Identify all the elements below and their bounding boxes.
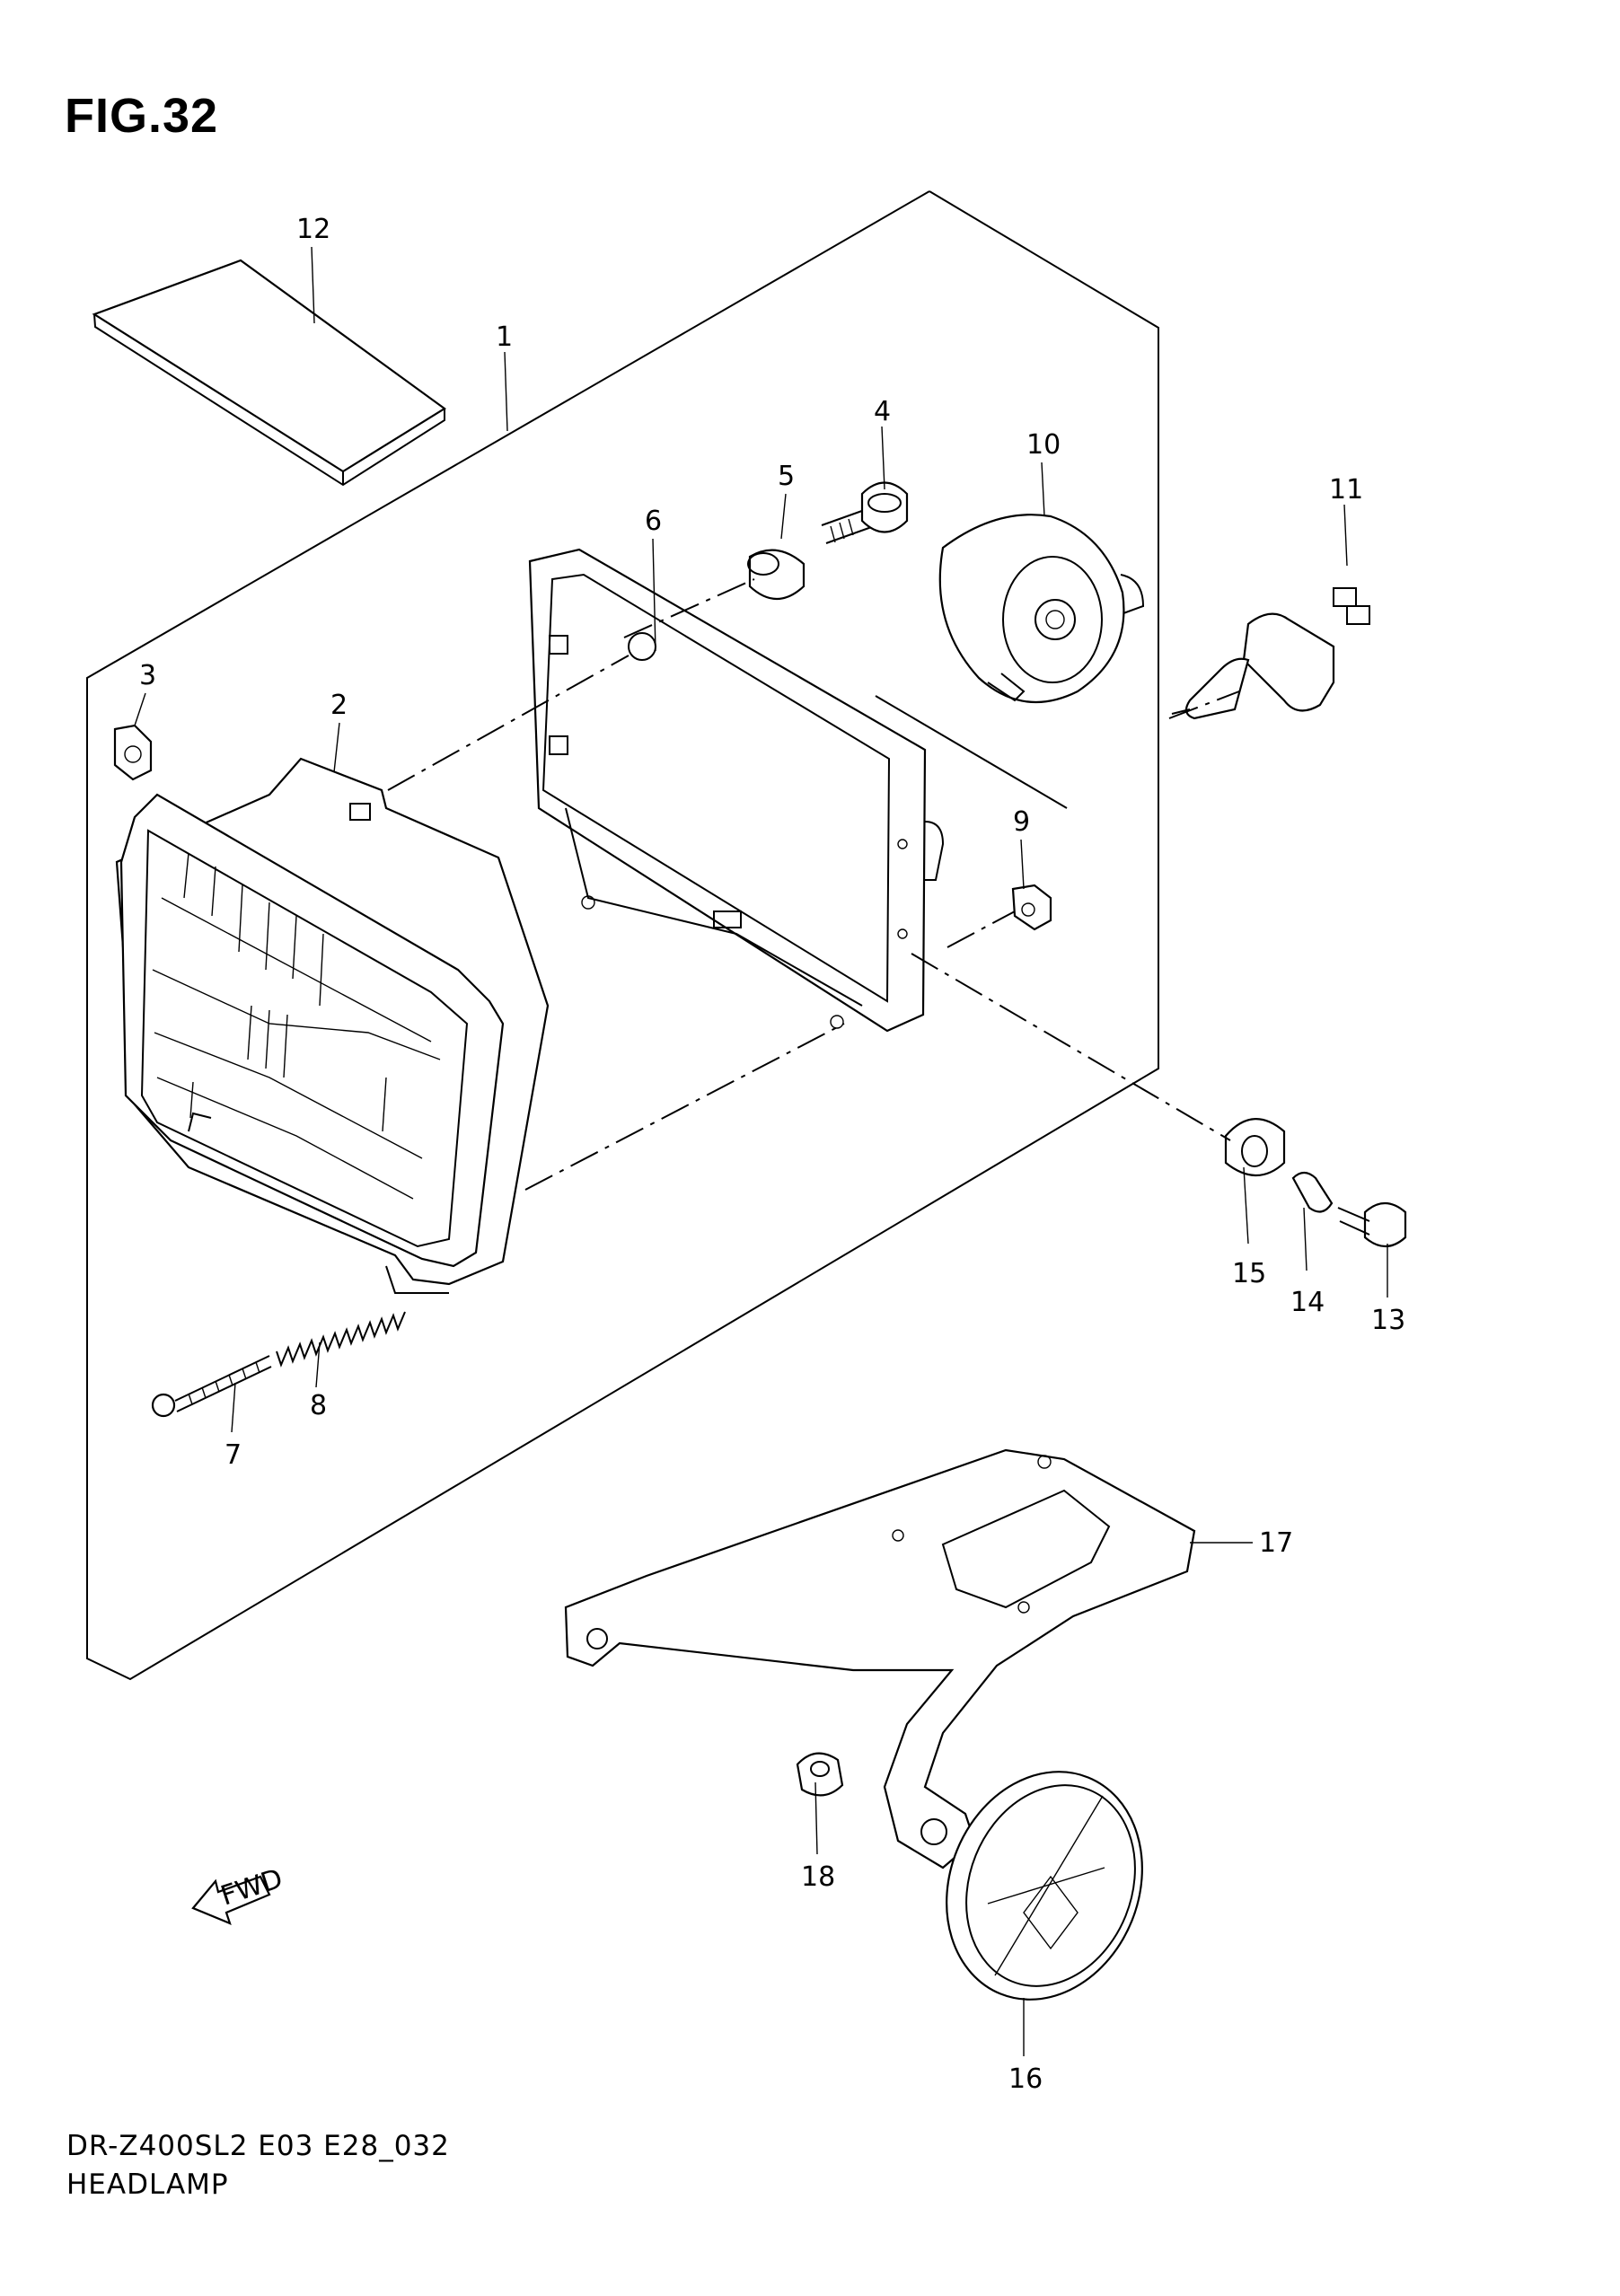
part-8-spring [276,1311,406,1368]
part-9-clip-nut [1011,884,1052,931]
callout-16: 16 [1008,2063,1043,2095]
part-15-grommet [1224,1118,1286,1176]
part-2-headlamp-unit [115,757,550,1294]
leader-15 [1243,1166,1249,1245]
callout-3: 3 [139,660,156,691]
part-16-reflector [946,1771,1143,2001]
callout-5: 5 [778,461,795,492]
leader-5 [780,493,787,540]
model-code: DR-Z400SL2 E03 E28_032 [66,2130,450,2162]
part-4-adjusting-screw [821,481,909,544]
assembly-boundary-inner [875,695,1068,809]
leader-10 [1041,462,1045,517]
part-12-label-sticker [92,259,446,487]
part-7-long-bolt [151,1355,272,1418]
leader-7 [231,1382,236,1433]
leader-4 [881,426,885,490]
leader-9 [1020,839,1025,890]
assembly-boundary [86,190,1159,1681]
callout-13: 13 [1371,1305,1405,1336]
fwd-direction-arrow: FWD [191,1863,286,1925]
callout-8: 8 [310,1390,327,1421]
leader-2 [333,722,340,773]
leader-14 [1303,1207,1307,1271]
leader-18 [814,1781,818,1855]
section-title: HEADLAMP [66,2168,229,2201]
leader-8 [315,1342,321,1388]
part-10-socket-cover [938,514,1145,704]
fwd-arrow-label: FWD [217,1863,286,1913]
callout-17: 17 [1259,1527,1293,1559]
part-6-headlamp-housing [528,548,945,1033]
figure-title: FIG.32 [65,89,219,143]
callout-11: 11 [1329,474,1363,506]
part-18-nut [796,1752,844,1797]
callout-14: 14 [1290,1287,1325,1318]
part-3-clip-nut [113,724,153,781]
callout-1: 1 [496,321,513,353]
callout-15: 15 [1232,1258,1266,1289]
callout-2: 2 [330,690,348,721]
callout-12: 12 [296,214,330,245]
leader-6 [652,538,656,652]
callout-7: 7 [225,1439,242,1471]
leader-1 [504,351,508,432]
callout-9: 9 [1013,806,1030,838]
callout-10: 10 [1026,429,1061,461]
callout-4: 4 [874,396,891,427]
leader-3 [134,692,146,726]
part-14-collar [1291,1171,1334,1213]
leader-12 [311,246,315,324]
part-5-grommet [747,549,806,600]
leader-11 [1343,504,1348,567]
part-13-bolt [1337,1201,1407,1248]
callout-6: 6 [645,506,662,537]
part-11-headlamp-bulb [1171,587,1370,720]
callout-18: 18 [801,1861,835,1893]
